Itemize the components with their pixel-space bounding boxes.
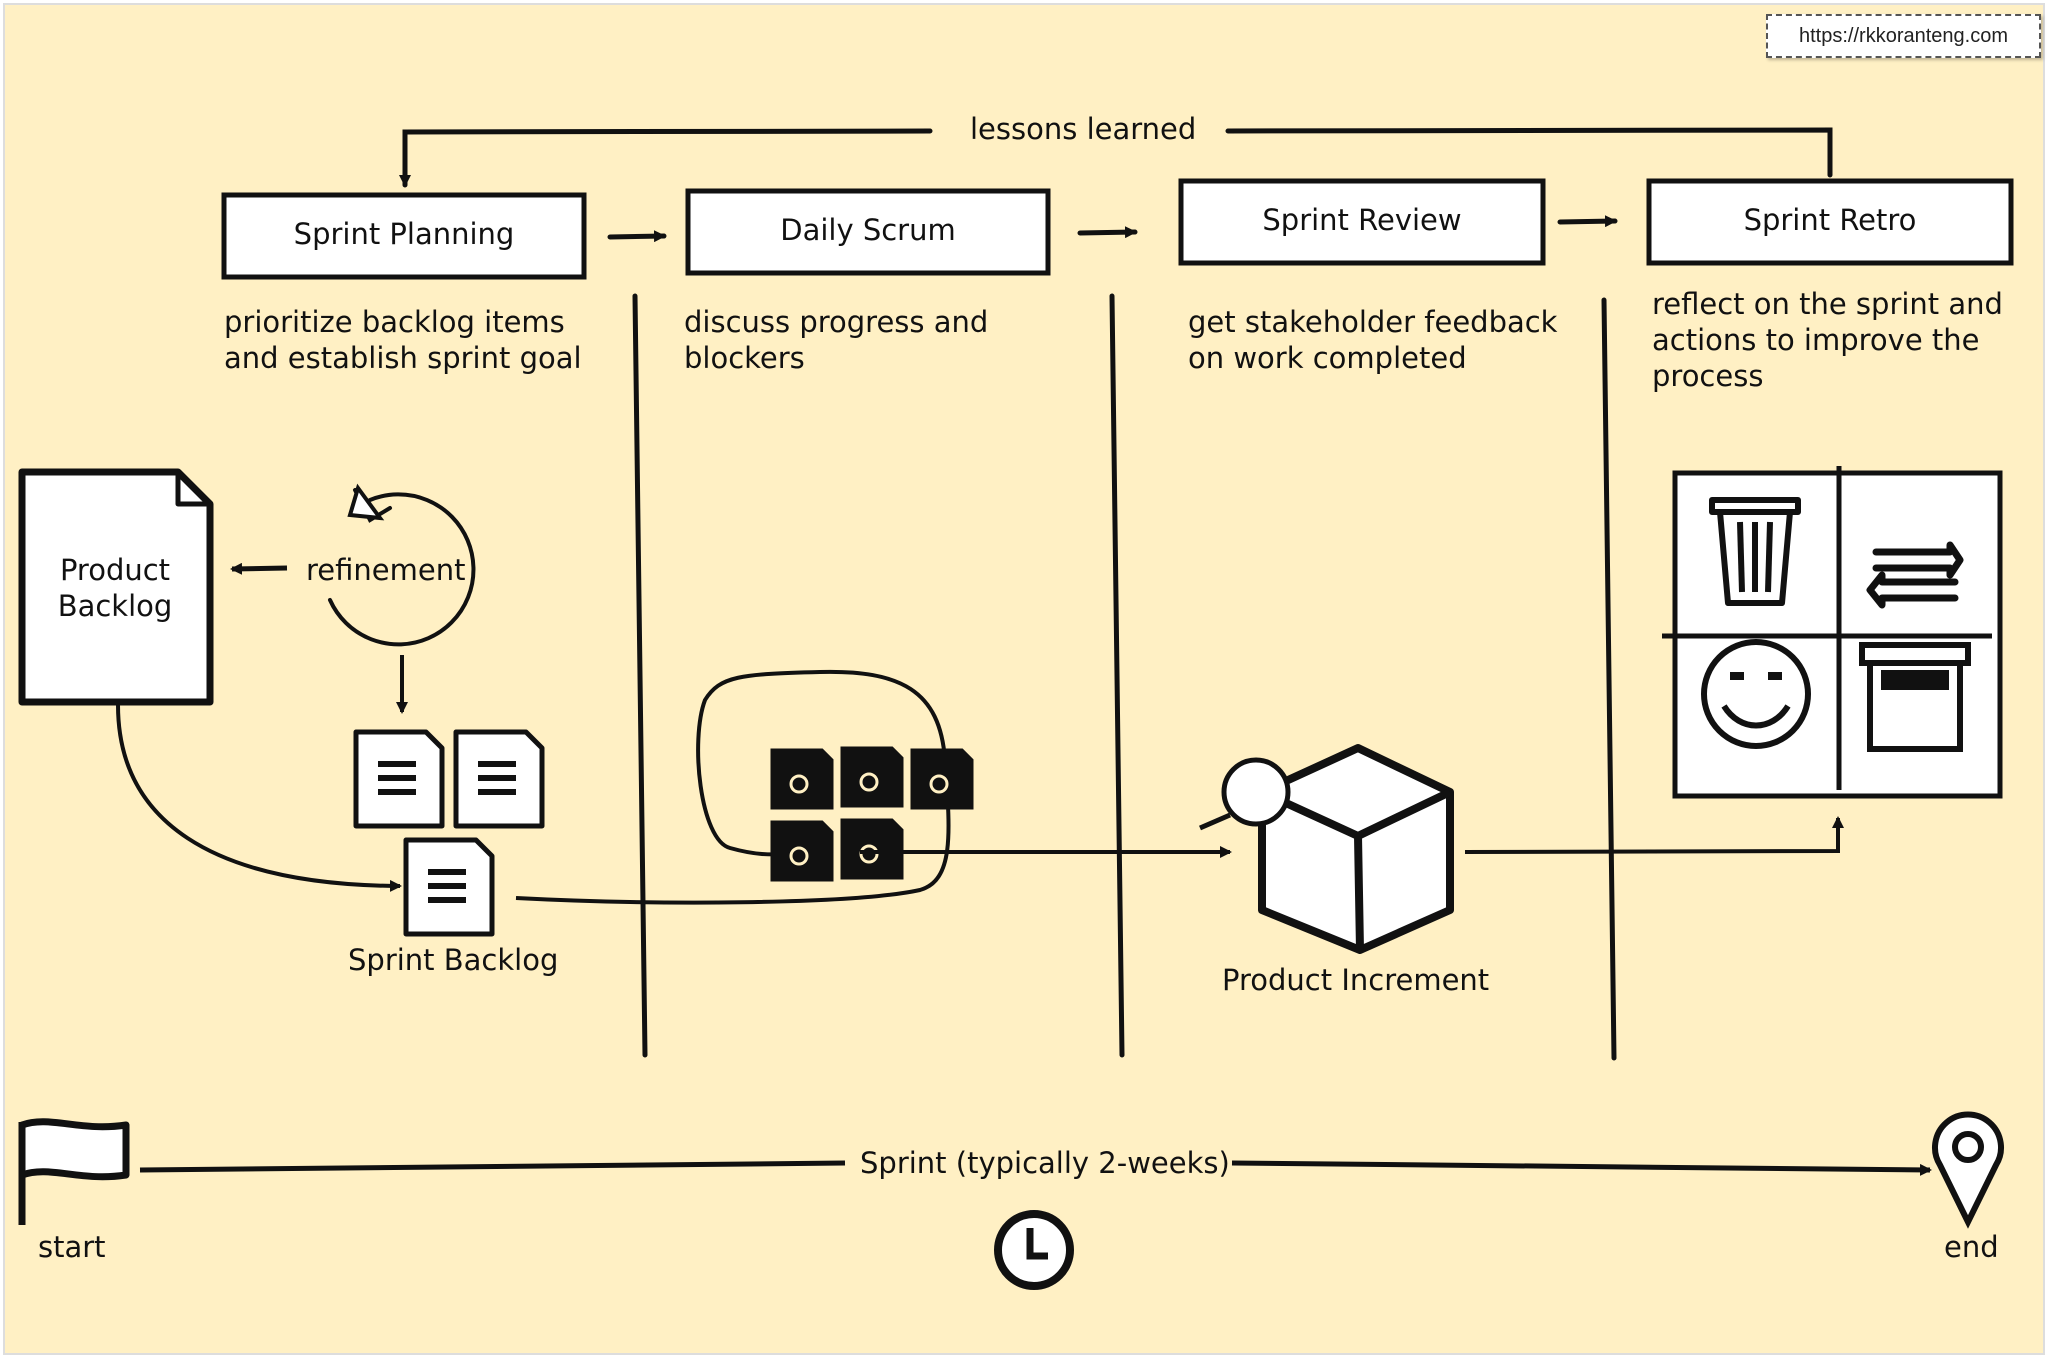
sprint-retro-title: Sprint Retro <box>1743 203 1917 237</box>
magnifier-icon <box>1199 757 1291 831</box>
timeline-end-label: end <box>1944 1230 1999 1264</box>
sprint-review-box <box>1178 178 1546 266</box>
cube-icon <box>1258 744 1454 954</box>
sprint-retro-description: reflect on the sprint and actions to imp… <box>1652 287 2003 393</box>
gear-document-icon <box>770 746 974 882</box>
sprint-review-description: get stakeholder feedback on work complet… <box>1188 305 1558 375</box>
stage-arrows <box>607 215 1618 243</box>
daily-scrum-title: Daily Scrum <box>780 213 956 247</box>
daily-scrum-description: discuss progress and blockers <box>684 305 989 375</box>
lessons-learned-connector <box>399 127 1833 188</box>
swap-arrows-icon <box>1866 541 1964 609</box>
daily-scrum-box <box>685 188 1051 276</box>
timeline-line-right <box>1231 1160 1932 1176</box>
trash-icon <box>1709 497 1801 606</box>
stage-boxes <box>221 178 2014 280</box>
stage-separators <box>632 293 1617 1061</box>
smiley-icon <box>1701 639 1811 749</box>
archive-box-icon <box>1859 642 1971 752</box>
sprint-planning-box <box>221 192 587 280</box>
sprint-planning-description: prioritize backlog items and establish s… <box>224 305 582 375</box>
daily-scrum-loop <box>515 669 951 905</box>
sprint-review-title: Sprint Review <box>1262 203 1462 237</box>
timeline-label: Sprint (typically 2-weeks) <box>860 1146 1230 1180</box>
product-increment-label: Product Increment <box>1222 963 1490 997</box>
refinement-to-backlog-arrow <box>230 562 288 575</box>
backlog-to-sprint-backlog-connector <box>116 704 402 892</box>
location-pin-icon <box>1932 1111 2004 1229</box>
document-lines <box>378 761 516 903</box>
clock-icon <box>994 1210 1074 1290</box>
flag-icon <box>18 1118 130 1225</box>
product-backlog-label: Product Backlog <box>57 553 173 623</box>
sprint-backlog-label: Sprint Backlog <box>348 943 559 977</box>
increment-to-retro-connector <box>1464 816 1844 854</box>
url-badge[interactable]: https://rkkoranteng.com <box>1766 14 2041 58</box>
lessons-learned-label: lessons learned <box>970 112 1197 146</box>
timeline-line-left <box>139 1160 846 1173</box>
product-backlog-document <box>18 468 214 706</box>
refinement-label: refinement <box>306 553 466 587</box>
timeline-start-label: start <box>38 1230 106 1264</box>
sprint-retro-box <box>1646 178 2014 266</box>
sprint-planning-title: Sprint Planning <box>293 217 515 251</box>
cycle-arrow-icon <box>328 483 476 647</box>
